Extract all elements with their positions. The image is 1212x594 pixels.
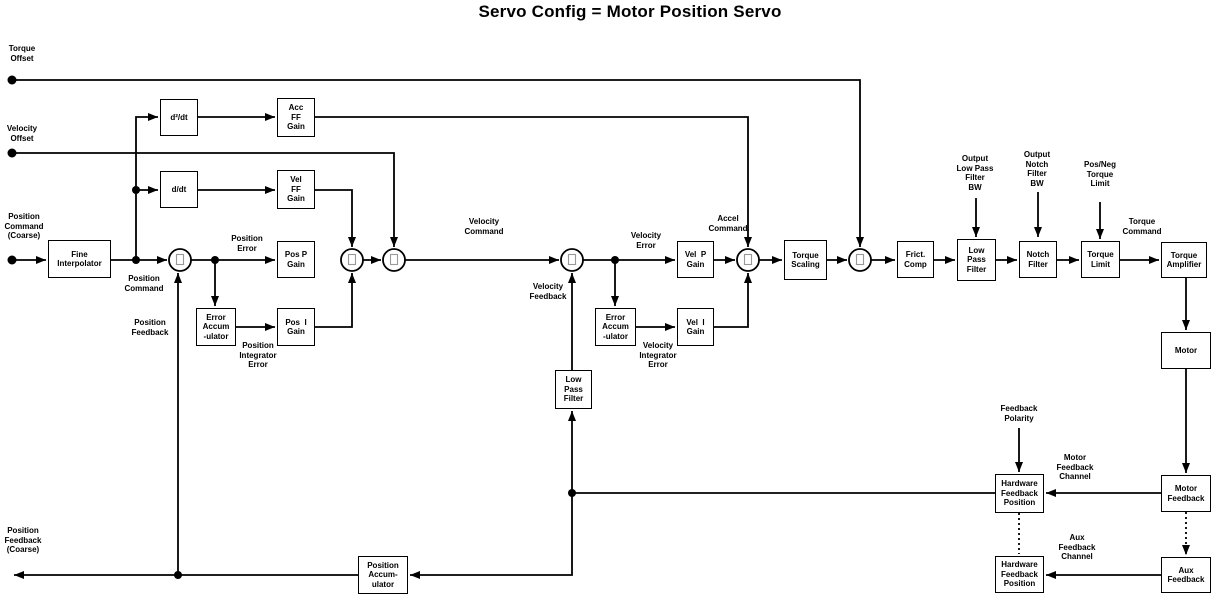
missing-glyph-icon — [175, 253, 185, 266]
input-terminals — [7, 75, 17, 265]
junction-dots — [132, 186, 619, 579]
label-aux-feedback-channel: Aux Feedback Channel — [1058, 533, 1096, 561]
label-feedback-polarity: Feedback Polarity — [1000, 404, 1038, 423]
block-error-accumulator-pos: Error Accum -ulator — [196, 308, 236, 346]
label-position-command: Position Command — [124, 274, 164, 293]
block-torque-limit: Torque Limit — [1081, 241, 1120, 278]
label-torque-offset: Torque Offset — [8, 44, 36, 63]
label-velocity-feedback: Velocity Feedback — [529, 282, 567, 301]
sum-junction-vel-offset — [382, 248, 406, 272]
label-output-low-pass-filter-bw: Output Low Pass Filter BW — [956, 154, 994, 192]
line-velocity-offset — [12, 152, 398, 247]
label-position-feedback: Position Feedback — [131, 318, 169, 337]
line-accff-to-sum5 — [315, 116, 752, 247]
block-pos-p-gain: Pos P Gain — [277, 241, 315, 278]
label-velocity-error: Velocity Error — [630, 231, 662, 250]
block-acc-ff-gain: Acc FF Gain — [277, 98, 315, 137]
block-frict-comp: Frict. Comp — [897, 241, 934, 278]
block-vel-p-gain: Vel P Gain — [677, 241, 714, 278]
sum-junction-velocity — [560, 248, 584, 272]
label-position-command-coarse: Position Command (Coarse) — [4, 212, 44, 240]
block-low-pass-filter-vel: Low Pass Filter — [555, 370, 592, 409]
sum-junction-pos-pi — [340, 248, 364, 272]
velocity-offset-terminal — [7, 148, 17, 158]
block-torque-amplifier: Torque Amplifier — [1161, 242, 1207, 278]
block-torque-scaling: Torque Scaling — [784, 240, 827, 280]
block-error-accumulator-vel: Error Accum -ulator — [595, 308, 636, 346]
block-position-accumulator: Position Accum- ulator — [358, 556, 408, 594]
label-position-feedback-coarse: Position Feedback (Coarse) — [4, 526, 42, 554]
block-notch-filter: Notch Filter — [1019, 241, 1057, 278]
label-position-integrator-error: Position Integrator Error — [239, 341, 277, 369]
block-motor-feedback: Motor Feedback — [1161, 475, 1211, 512]
page-title: Servo Config = Motor Position Servo — [478, 2, 782, 21]
line-torque-offset — [12, 79, 864, 247]
block-fine-interpolator: Fine Interpolator — [48, 240, 111, 278]
label-motor-feedback-channel: Motor Feedback Channel — [1056, 453, 1094, 481]
torque-offset-terminal — [7, 75, 17, 85]
label-velocity-offset: Velocity Offset — [6, 124, 38, 143]
line-posi-to-sum2 — [315, 273, 356, 328]
sum-junctions — [168, 248, 872, 272]
label-output-notch-filter-bw: Output Notch Filter BW — [1023, 150, 1051, 188]
label-velocity-command: Velocity Command — [464, 217, 504, 236]
block-vel-ff-gain: Vel FF Gain — [277, 170, 315, 209]
block-motor: Motor — [1161, 332, 1211, 369]
block-low-pass-filter-out: Low Pass Filter — [957, 239, 996, 281]
block-hardware-feedback-position-aux: Hardware Feedback Position — [995, 556, 1044, 593]
position-command-terminal — [7, 255, 17, 265]
line-velff-to-sum2 — [315, 189, 356, 247]
line-node-to-pos-accum — [410, 493, 573, 579]
label-torque-command: Torque Command — [1122, 217, 1162, 236]
label-velocity-integrator-error: Velocity Integrator Error — [639, 341, 677, 369]
missing-glyph-icon — [743, 253, 753, 266]
label-pos-neg-torque-limit: Pos/Neg Torque Limit — [1083, 160, 1116, 188]
line-veli-to-sum5 — [714, 273, 752, 328]
missing-glyph-icon — [389, 253, 399, 266]
missing-glyph-icon — [347, 253, 357, 266]
block-pos-i-gain: Pos I Gain — [277, 308, 315, 346]
sum-junction-position — [168, 248, 192, 272]
block-hardware-feedback-position-motor: Hardware Feedback Position — [995, 474, 1044, 513]
label-accel-command: Accel Command — [708, 214, 748, 233]
block-ddt: d/dt — [160, 171, 198, 208]
sum-junction-accel — [736, 248, 760, 272]
block-d2dt: d²/dt — [160, 99, 198, 136]
missing-glyph-icon — [567, 253, 577, 266]
block-vel-i-gain: Vel I Gain — [677, 308, 714, 346]
block-aux-feedback: Aux Feedback — [1161, 557, 1211, 593]
line-branch-to-d2dt — [135, 113, 158, 260]
label-position-error: Position Error — [231, 234, 263, 253]
missing-glyph-icon — [855, 253, 865, 266]
sum-junction-torque-offset — [848, 248, 872, 272]
